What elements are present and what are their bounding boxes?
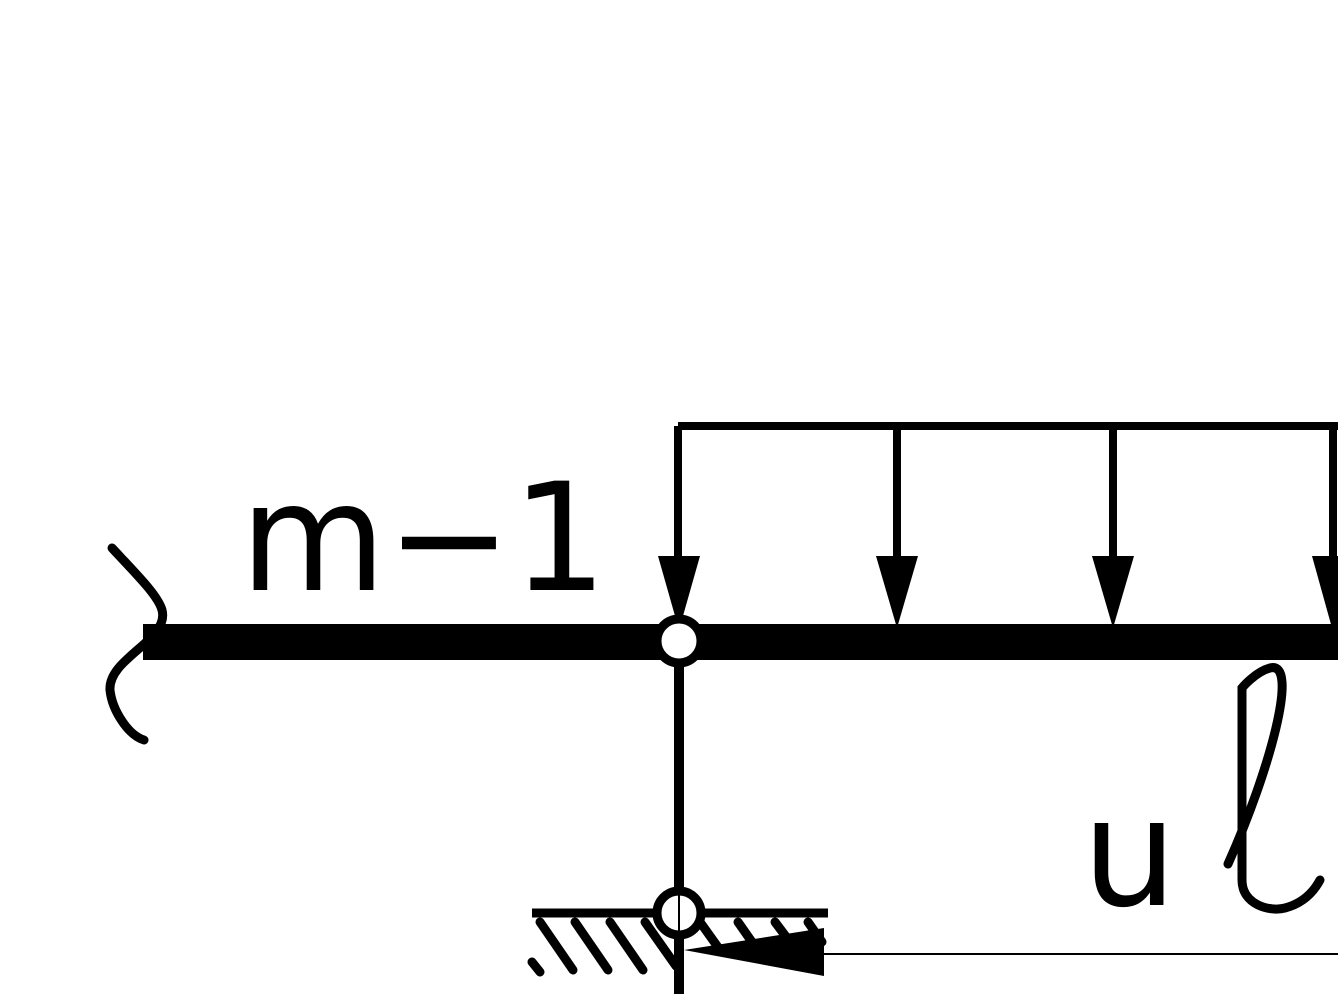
dimension-arrow-head [684, 928, 824, 976]
beam-break-symbol [105, 543, 168, 745]
load-arrow-head [1092, 556, 1134, 628]
script-l-icon [1223, 663, 1325, 914]
load-arrow-head [876, 556, 918, 628]
beam [143, 624, 1338, 660]
load-arrow-head [658, 556, 700, 630]
span-left-label: m−1 [240, 452, 607, 626]
ground-support [527, 886, 828, 994]
beam-hinge [652, 614, 706, 668]
distributed-load [658, 422, 1338, 630]
load-arrow-head [1312, 556, 1338, 628]
span-right-prefix-label: u [1082, 767, 1177, 941]
